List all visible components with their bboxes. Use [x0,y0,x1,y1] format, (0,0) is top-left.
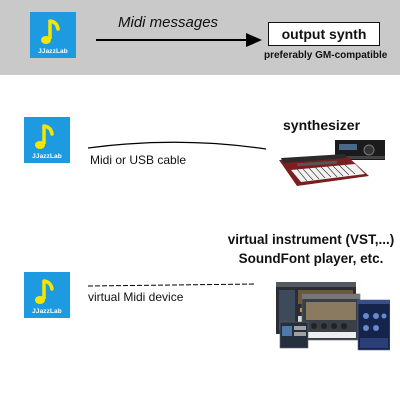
music-note-icon [41,19,60,44]
hardware-synthesizer-image [279,140,385,186]
virtual-instrument-title-line2: SoundFont player, etc. [238,251,384,266]
virtual-midi-label: virtual Midi device [88,290,184,304]
gm-compatible-note: preferably GM-compatible [264,50,388,61]
output-synth-box: output synth [268,22,380,46]
app-icon-caption: JJazzLab [32,153,62,160]
music-note-icon [35,279,54,304]
midi-messages-arrow [96,33,262,47]
app-icon-caption: JJazzLab [32,308,62,315]
jjazzlab-app-icon: JJazzLab [24,272,70,318]
midi-usb-cable-line [88,141,267,150]
app-icon-caption: JJazzLab [38,48,68,55]
jjazzlab-app-icon: JJazzLab [24,117,70,163]
music-note-icon [35,124,54,149]
jjazzlab-app-icon: JJazzLab [30,12,76,58]
virtual-midi-dashed-line [88,283,257,287]
synthesizer-title: synthesizer [283,117,361,133]
virtual-instrument-screenshots [276,282,390,351]
cable-connection-label: Midi or USB cable [90,153,187,167]
virtual-instrument-title-line1: virtual instrument (VST,...) [227,232,395,247]
midi-messages-label: Midi messages [118,14,219,31]
virtual-instrument-title: virtual instrument (VST,...) SoundFont p… [222,230,400,268]
